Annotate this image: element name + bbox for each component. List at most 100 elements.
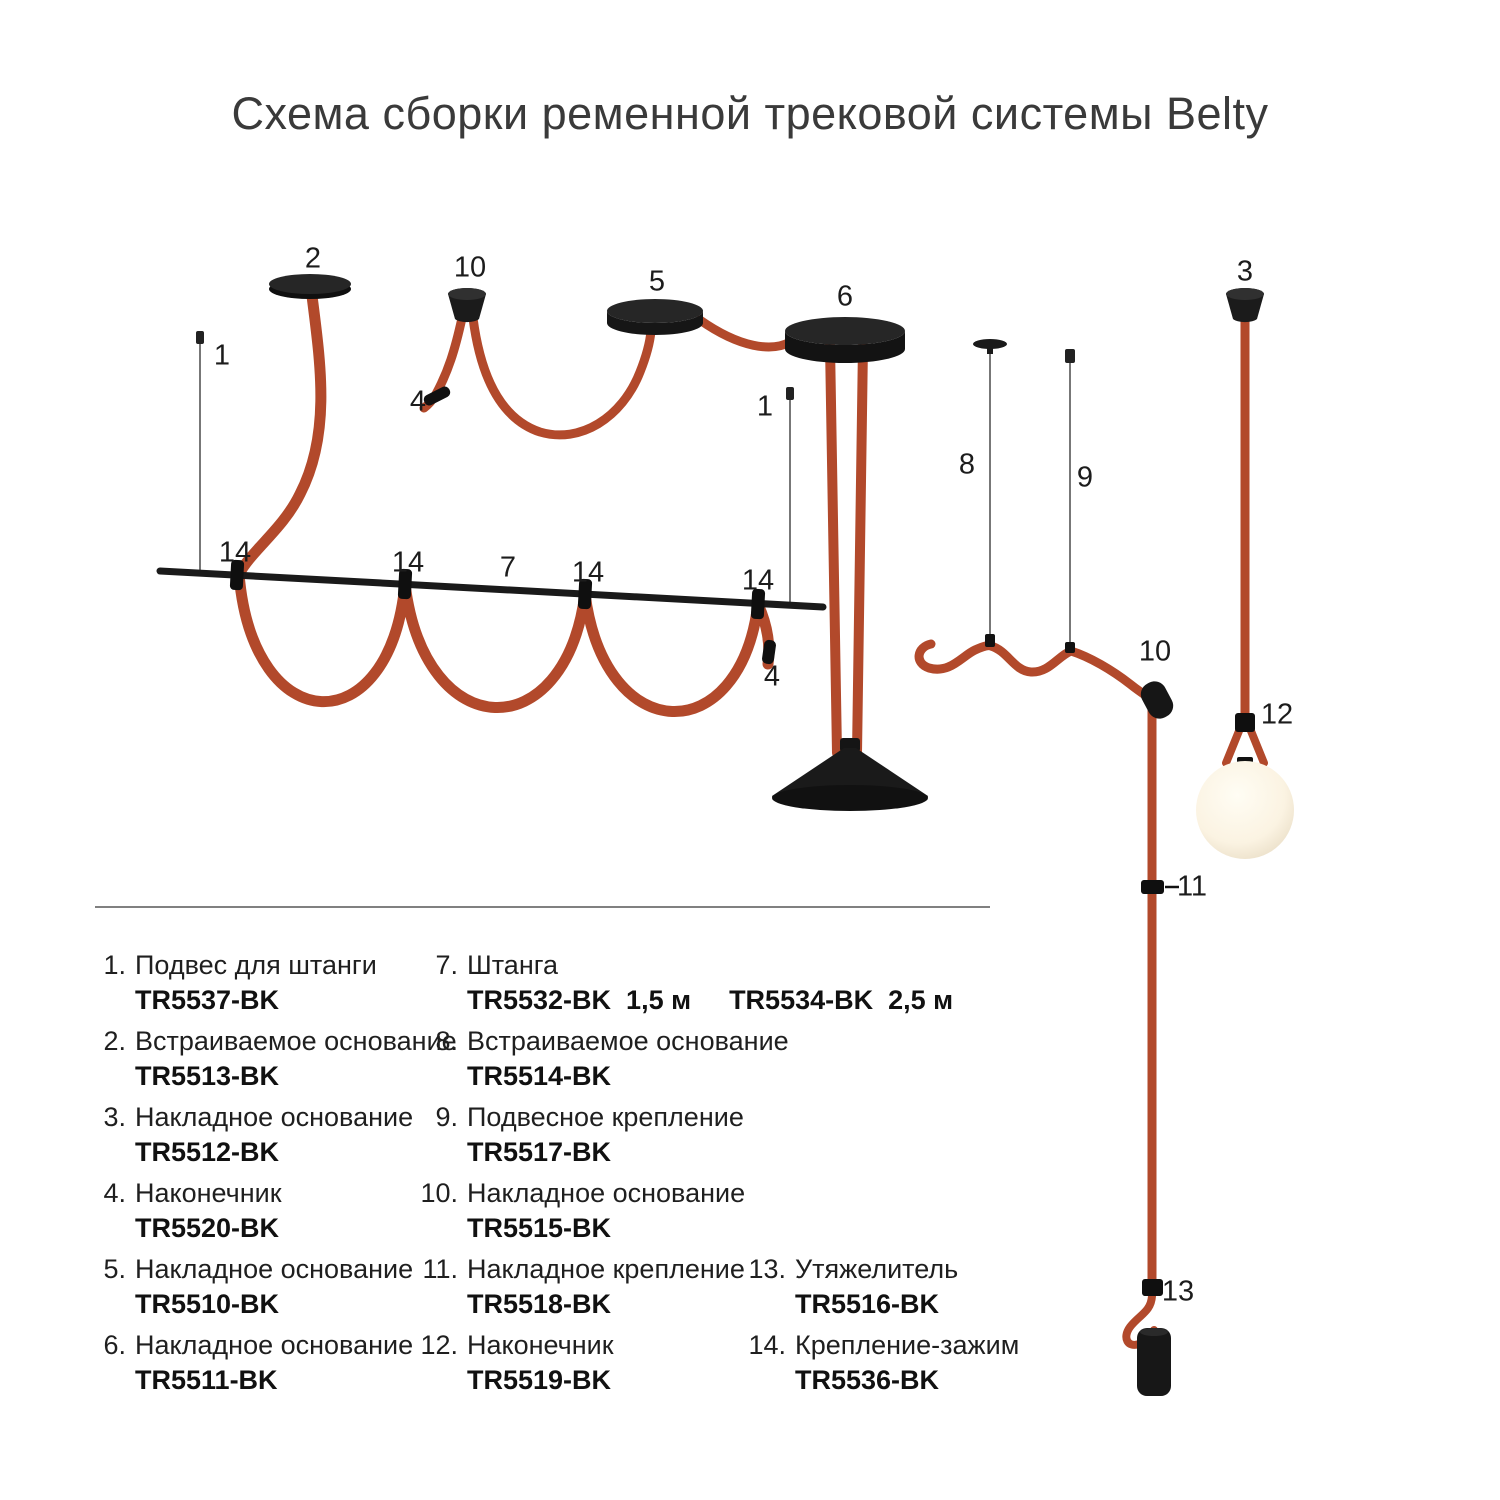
- legend-column-3: 13.Утяжелитель TR5516-BK 14.Крепление-за…: [742, 1252, 1019, 1404]
- legend-item-name: Наконечник: [135, 1178, 282, 1208]
- legend-item: 13.Утяжелитель TR5516-BK: [742, 1252, 1019, 1322]
- legend-item-number: 13.: [748, 1254, 786, 1284]
- legend-item-name: Встраиваемое основание: [467, 1026, 789, 1056]
- legend-item-code: TR5517-BK: [467, 1137, 612, 1167]
- legend-item-code: TR5512-BK: [135, 1137, 280, 1167]
- weight-cylinder: [1137, 1328, 1171, 1396]
- legend-item: 12.Наконечник TR5519-BK: [420, 1328, 953, 1398]
- part-label: 2: [304, 242, 322, 275]
- recessed-base: [973, 339, 1007, 647]
- belt-triangle-left: [1222, 727, 1243, 767]
- legend-item-code: TR5536-BK: [795, 1365, 940, 1395]
- legend-item: 8. Встраиваемое основание TR5514-BK: [420, 1024, 953, 1094]
- suspension-mount: [1065, 349, 1075, 653]
- legend-item-number: 8.: [435, 1026, 458, 1056]
- part-label: 1: [756, 390, 774, 423]
- part-label: 4: [409, 385, 427, 418]
- legend-item: 11. Накладное крепление TR5518-BK: [420, 1252, 953, 1322]
- part-label: 1: [213, 339, 231, 372]
- legend-column-1: 1.Подвес для штанги TR5537-BK 2.Встраива…: [88, 948, 457, 1404]
- legend-item-number: 7.: [435, 950, 458, 980]
- part-label: 14: [218, 536, 252, 569]
- legend-item-number: 3.: [103, 1102, 126, 1132]
- legend-item-name: Подвесное крепление: [467, 1102, 744, 1132]
- belt-disc-to-disc: [695, 315, 795, 352]
- legend-item-code: TR5520-BK: [135, 1213, 280, 1243]
- legend-item: 1.Подвес для штанги TR5537-BK: [88, 948, 457, 1018]
- legend-item-name: Накладное основание: [467, 1178, 746, 1208]
- part-label: 14: [391, 546, 425, 579]
- round-base-small: [607, 299, 703, 335]
- legend-item-name: Накладное основание: [135, 1254, 414, 1284]
- legend-item-name: Накладное основание: [135, 1102, 414, 1132]
- legend-item: 14.Крепление-зажим TR5536-BK: [742, 1328, 1019, 1398]
- belt-pendant-left: [825, 340, 842, 758]
- belts: [233, 282, 1268, 1349]
- surface-clamp: [1141, 880, 1179, 894]
- belt-clamp: [397, 568, 413, 600]
- legend-item-number: 6.: [103, 1330, 126, 1360]
- part-label: 11: [1176, 870, 1208, 903]
- legend-item: 4. Наконечник TR5520-BK: [88, 1176, 457, 1246]
- end-tip-clamp: [1235, 713, 1255, 732]
- end-tip: [762, 639, 776, 665]
- cone-lamp-shade: [772, 738, 928, 811]
- part-label: 10: [453, 251, 487, 284]
- part-label: 8: [958, 448, 976, 481]
- part-label: 13: [1161, 1275, 1195, 1308]
- legend-item-number: 5.: [103, 1254, 126, 1284]
- belt-main-festoon: [233, 282, 775, 717]
- part-label: 14: [571, 556, 605, 589]
- part-label: 10: [1138, 635, 1172, 668]
- legend-item-name: Штанга: [467, 950, 559, 980]
- legend-item-number: 1.: [103, 950, 126, 980]
- legend-divider: [95, 906, 990, 908]
- legend-item-name: Накладное основание: [135, 1330, 414, 1360]
- legend-item-number: 4.: [103, 1178, 126, 1208]
- hardware: [156, 274, 1294, 1396]
- wire-hangers: [196, 331, 1071, 645]
- part-label: 3: [1236, 255, 1254, 288]
- legend-item-number: 14.: [748, 1330, 786, 1360]
- legend-item-code: TR5514-BK: [467, 1061, 612, 1091]
- legend-item-code: TR5510-BK: [135, 1289, 280, 1319]
- part-label: 6: [836, 280, 854, 313]
- part-label: 12: [1260, 698, 1294, 731]
- legend-item: 9. Подвесное крепление TR5517-BK: [420, 1100, 953, 1170]
- page-title: Схема сборки ременной трековой системы B…: [231, 88, 1269, 139]
- part-label: 7: [499, 551, 517, 584]
- belt-clamp: [750, 588, 766, 620]
- rod: [156, 567, 827, 611]
- legend-item-name: Подвес для штанги: [135, 950, 377, 980]
- legend-item-number: 11.: [422, 1254, 458, 1284]
- legend-item-number: 9.: [435, 1102, 458, 1132]
- end-tip: [423, 386, 451, 406]
- legend-item-name: Наконечник: [467, 1330, 614, 1360]
- sphere-lamp: [1196, 761, 1294, 859]
- legend-item-code: TR5515-BK: [467, 1213, 612, 1243]
- legend-item: 5. Накладное основание TR5510-BK: [88, 1252, 457, 1322]
- legend-item: 6. Накладное основание TR5511-BK: [88, 1328, 457, 1398]
- belt-clamp: [577, 578, 593, 610]
- belt-pendant-right: [852, 340, 868, 758]
- belt-triangle-right: [1247, 727, 1268, 767]
- surface-base-right: [1140, 681, 1174, 719]
- wire-anchor: [196, 331, 204, 344]
- legend-item-code: TR5519-BK: [467, 1365, 612, 1395]
- legend-item-name: Встраиваемое основание: [135, 1026, 457, 1056]
- ceiling-plate: [269, 274, 351, 299]
- legend-item-name: Накладное крепление: [467, 1254, 745, 1284]
- legend-item: 2.Встраиваемое основание TR5513-BK: [88, 1024, 457, 1094]
- part-label: 4: [763, 660, 781, 693]
- legend-item-code: TR5511-BK: [135, 1365, 278, 1395]
- legend-item-code: TR5513-BK: [135, 1061, 280, 1091]
- legend-item-code: TR5518-BK: [467, 1289, 612, 1319]
- round-base-large: [785, 317, 905, 363]
- part-label: 14: [741, 564, 775, 597]
- surface-cup: [448, 288, 486, 323]
